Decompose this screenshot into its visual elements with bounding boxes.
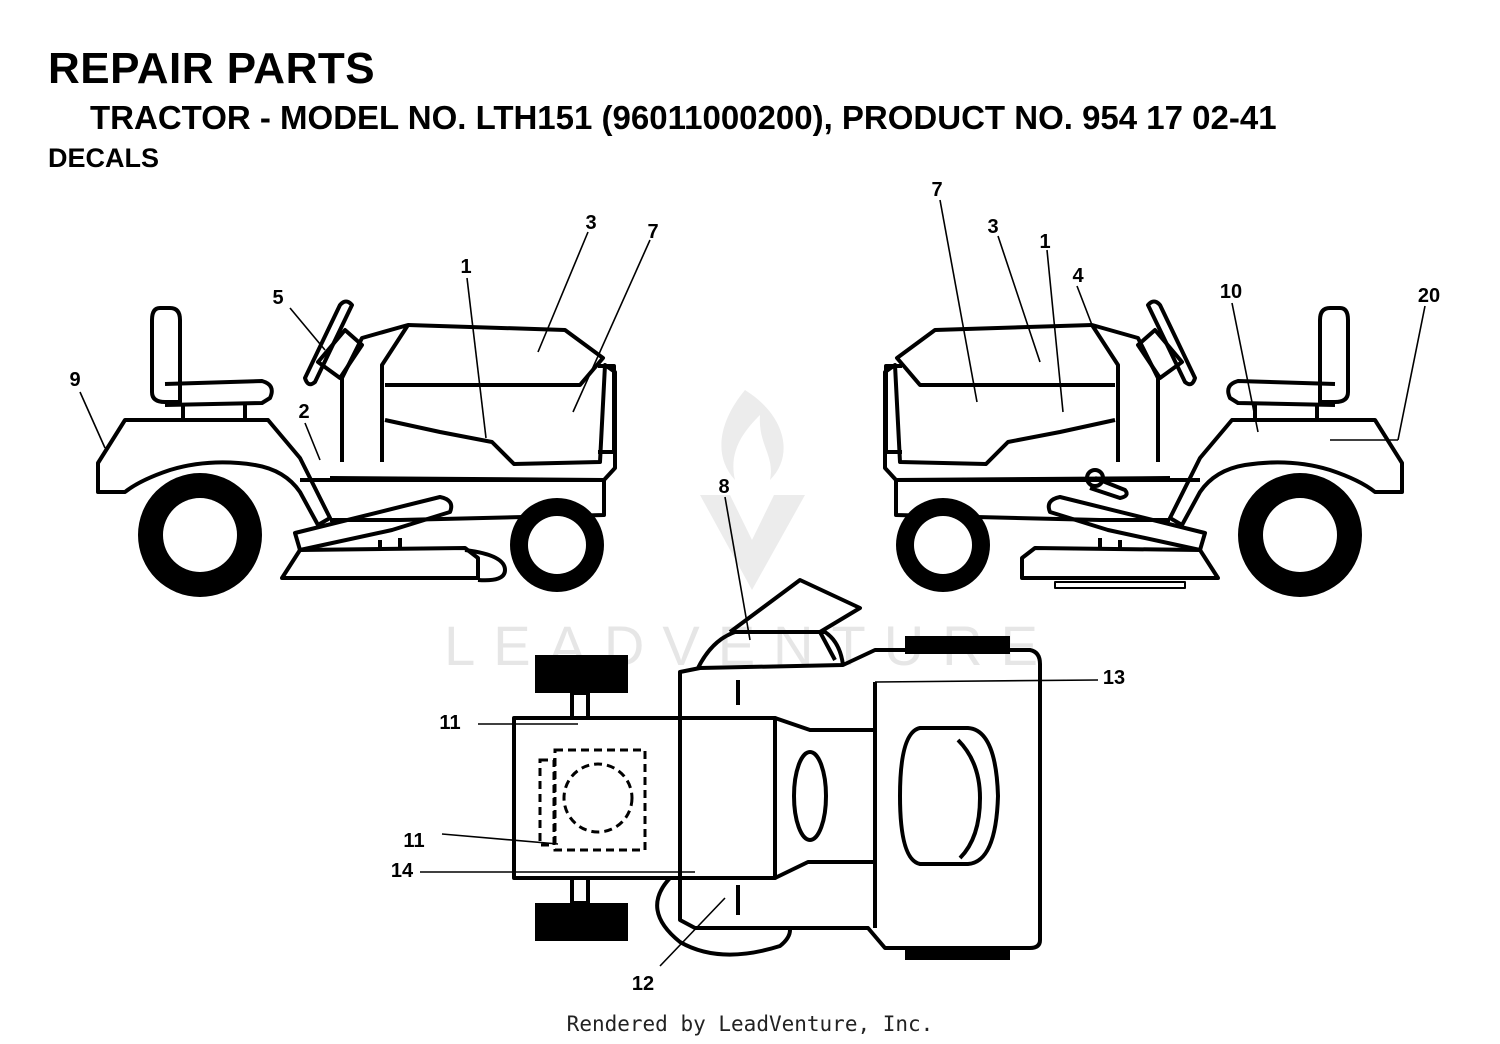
callout-label: 7 (647, 221, 658, 243)
wheels-left-view (138, 473, 604, 597)
body-outline (678, 648, 1042, 950)
callout-label: 3 (987, 216, 998, 238)
deck-outline (655, 876, 792, 957)
seat-back (1318, 306, 1350, 404)
grille (884, 364, 902, 454)
deck-chute (464, 548, 507, 583)
wheels-right-view (896, 473, 1362, 597)
seat-back-top (956, 738, 982, 860)
callout-label: 1 (460, 256, 471, 278)
rear-fender (96, 418, 332, 527)
page-subtitle: TRACTOR - MODEL NO. LTH151 (96011000200)… (90, 99, 1277, 136)
footer-credit: Rendered by LeadVenture, Inc. (566, 1012, 934, 1036)
deck-rail (1054, 581, 1186, 589)
seat-cushion (1226, 379, 1336, 407)
steering-wheel (303, 299, 354, 387)
callout-label: 4 (1072, 265, 1084, 287)
fuel-cap-dashed (562, 762, 634, 834)
deck-supports (378, 538, 402, 550)
footrest (1046, 495, 1207, 552)
frame (300, 478, 606, 522)
seat-cushion (164, 379, 274, 407)
callout-label: 8 (718, 476, 729, 498)
dash (340, 323, 410, 462)
seat-post (1253, 405, 1319, 420)
front-tire-top (535, 655, 628, 693)
front-axle-lower (570, 876, 590, 905)
tractor-left-side-view (96, 299, 617, 583)
hood (895, 323, 1115, 387)
pedal-knob (1085, 468, 1105, 488)
callout-label: 20 (1418, 285, 1440, 307)
hood-side (329, 363, 617, 482)
watermark-logo-icon (700, 390, 805, 590)
callout-label: 14 (391, 860, 414, 882)
pedal-lever (1089, 476, 1129, 500)
callout-label: 3 (585, 212, 596, 234)
seat-top (898, 726, 1000, 866)
front-axle (570, 691, 590, 720)
hood-taper (774, 716, 877, 880)
steering-hub (792, 750, 828, 842)
mower-deck (1020, 546, 1220, 580)
callout-label: 12 (632, 973, 654, 995)
seat-post (181, 405, 247, 420)
steering-wheel (1146, 299, 1197, 387)
leader-lines (79, 199, 1426, 967)
front-tire-bottom (535, 903, 628, 941)
grille (598, 364, 616, 454)
footrest (293, 495, 454, 552)
seat-back (150, 306, 182, 404)
mower-deck (280, 546, 480, 580)
callout-labels: 9 5 2 1 3 7 7 3 1 4 10 20 8 13 11 11 14 … (69, 179, 1440, 995)
page-title: REPAIR PARTS (48, 44, 376, 93)
dash (1090, 323, 1160, 462)
callout-label: 2 (298, 401, 309, 423)
decal-outline-dashed-2 (538, 758, 556, 847)
callout-label: 10 (1220, 281, 1242, 303)
frame (894, 478, 1200, 522)
tractor-top-view (512, 578, 1042, 960)
callout-label: 7 (931, 179, 942, 201)
discharge-chute (728, 578, 862, 661)
deck-supports (1098, 538, 1122, 550)
callout-label: 9 (69, 369, 80, 391)
rear-fender (1168, 418, 1404, 527)
callout-label: 1 (1039, 231, 1050, 253)
callout-label: 11 (439, 712, 460, 734)
hood (385, 323, 605, 387)
chute-base (696, 630, 845, 669)
section-heading: DECALS (48, 143, 160, 173)
callout-label: 13 (1103, 667, 1125, 689)
tractor-right-side-view (883, 299, 1404, 589)
callout-label: 11 (403, 830, 424, 852)
callout-label: 5 (272, 287, 283, 309)
hood-side (883, 363, 1171, 482)
